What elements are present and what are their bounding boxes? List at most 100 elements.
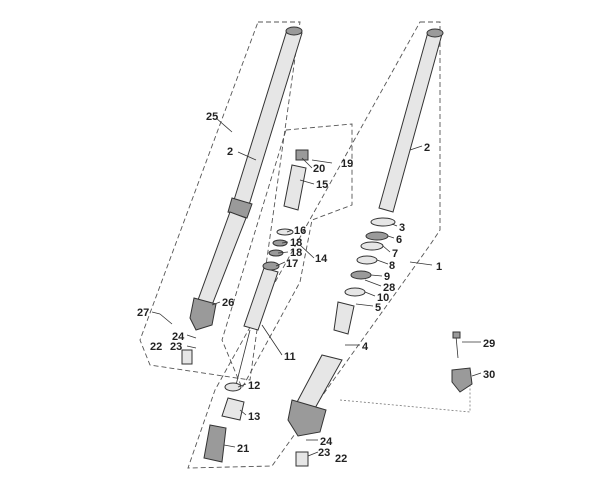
- right-axle-foot: [287, 399, 327, 437]
- right-fork-leg: [287, 28, 444, 467]
- cartridge-spring-top: [283, 164, 307, 211]
- frame-left-leg: [139, 21, 301, 381]
- cartridge-washer-b: [224, 382, 242, 392]
- callout-labels: 25 2 20 19 15 16 18 18 17 14 26 27 24 23…: [137, 111, 495, 465]
- callout-29: 29: [483, 338, 495, 350]
- callout-22-right: 22: [335, 453, 347, 465]
- left-lower-tube: [197, 211, 247, 306]
- callout-24-right: 24: [320, 436, 333, 448]
- callout-15: 15: [316, 179, 328, 191]
- right-seal-ring-b: [365, 231, 389, 241]
- cartridge-top-cap: [295, 149, 309, 161]
- leader-17: [275, 261, 286, 267]
- callout-9: 9: [384, 271, 390, 283]
- accessories: [451, 331, 473, 393]
- callout-3: 3: [399, 222, 405, 234]
- left-fork-leg: [159, 26, 303, 365]
- callout-13: 13: [248, 411, 260, 423]
- leader-2-left: [237, 151, 257, 161]
- leader-7: [382, 245, 391, 253]
- leader-10: [364, 291, 376, 297]
- callout-5: 5: [375, 302, 381, 314]
- right-seal-ring-e: [350, 270, 372, 280]
- callout-1: 1: [436, 261, 442, 273]
- cartridge-lower-cup: [221, 397, 245, 421]
- callout-21: 21: [237, 443, 249, 455]
- leader-13: [239, 409, 247, 416]
- leader-26: [211, 301, 221, 306]
- leader-lines: [151, 117, 482, 457]
- callout-28: 28: [383, 282, 395, 294]
- cartridge-lower-spring: [203, 424, 227, 463]
- left-pinch-bolt: [159, 313, 173, 325]
- right-seal-ring-a: [370, 217, 396, 227]
- callout-26: 26: [222, 297, 234, 309]
- leader-15: [299, 179, 315, 185]
- leader-1: [409, 261, 433, 266]
- callout-4: 4: [362, 341, 369, 353]
- leader-23-right: [307, 451, 319, 457]
- callout-8: 8: [389, 260, 395, 272]
- leader-16: [286, 229, 293, 233]
- callout-2-right: 2: [424, 142, 430, 154]
- right-seal-ring-c: [360, 241, 384, 251]
- clamp-bolt-head: [452, 331, 461, 339]
- frame-accessories: [339, 385, 471, 413]
- callout-16: 16: [294, 225, 306, 237]
- callout-23-left: 23: [170, 341, 182, 353]
- clamp-bolt: [455, 335, 459, 359]
- callout-12: 12: [248, 380, 260, 392]
- callout-11: 11: [284, 351, 296, 363]
- cartridge-rod: [235, 329, 251, 386]
- leader-28: [364, 279, 382, 287]
- callout-19: 19: [341, 158, 353, 170]
- cartridge-top-nut: [262, 261, 280, 271]
- cartridge-washer-a: [276, 228, 294, 236]
- right-axle-bolt: [295, 451, 309, 467]
- callout-25: 25: [206, 111, 218, 123]
- left-axle-foot: [189, 297, 217, 331]
- callout-6: 6: [396, 234, 402, 246]
- callout-24-left: 24: [172, 331, 185, 343]
- callout-18-b: 18: [290, 247, 302, 259]
- frame-cartridge: [221, 123, 353, 390]
- right-bushing: [333, 301, 355, 335]
- leader-21: [223, 444, 236, 448]
- callout-14: 14: [315, 253, 328, 265]
- right-tube-top: [426, 28, 444, 38]
- callout-7: 7: [392, 248, 398, 260]
- callout-30: 30: [483, 369, 495, 381]
- leader-30: [471, 372, 482, 377]
- leader-11: [261, 324, 283, 356]
- leader-14: [299, 244, 315, 259]
- leader-3: [391, 223, 398, 227]
- callout-22-left: 22: [150, 341, 162, 353]
- leader-2-right: [409, 145, 423, 151]
- callout-23-right: 23: [318, 447, 330, 459]
- callout-17: 17: [286, 258, 298, 270]
- leader-25: [215, 117, 233, 133]
- callout-2-left: 2: [227, 146, 233, 158]
- right-lower-tube: [295, 354, 343, 411]
- leader-8: [376, 259, 389, 265]
- leader-20: [301, 157, 313, 169]
- assembly-frames: [139, 21, 471, 469]
- left-tube-top: [285, 26, 303, 36]
- leader-12: [237, 383, 247, 388]
- left-axle-bolt: [181, 349, 193, 365]
- leader-19: [311, 159, 333, 164]
- cartridge-body: [243, 267, 279, 331]
- right-upper-tube: [378, 31, 443, 213]
- leader-9: [370, 274, 383, 277]
- callout-20: 20: [313, 163, 325, 175]
- leader-18b: [277, 251, 289, 254]
- right-seal-ring-d: [356, 255, 378, 265]
- leader-24-left: [186, 334, 197, 339]
- cartridge-assembly: [203, 149, 309, 463]
- callout-18-a: 18: [290, 237, 302, 249]
- right-seal-ring-f: [344, 287, 366, 297]
- cartridge-oring-b: [268, 249, 284, 257]
- leader-27: [151, 311, 161, 315]
- leader-6: [387, 235, 395, 239]
